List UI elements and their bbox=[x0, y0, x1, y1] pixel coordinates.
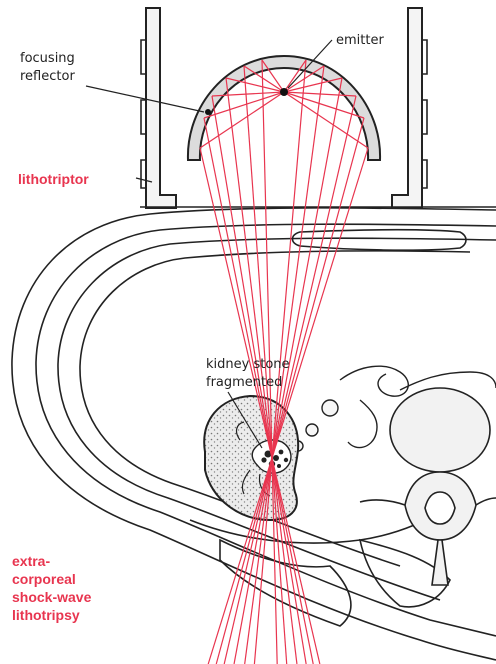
vessel-2 bbox=[306, 424, 318, 436]
lower-organ-1 bbox=[220, 540, 351, 626]
eswl-label-1: extra- bbox=[12, 553, 50, 569]
spinal-canal bbox=[425, 492, 455, 524]
emitter-point bbox=[280, 88, 288, 96]
vertebral-body bbox=[390, 388, 490, 472]
spinal-process bbox=[432, 540, 448, 585]
housing-right-wall bbox=[392, 8, 422, 208]
lithotriptor-label: lithotriptor bbox=[18, 171, 89, 187]
housing-left-wall bbox=[146, 8, 176, 208]
rib-shape bbox=[293, 230, 467, 250]
vessel-aorta bbox=[322, 400, 338, 416]
kidney-stone-label-1: kidney stone bbox=[206, 357, 290, 372]
kidney-stone-label-2: fragmented bbox=[206, 375, 282, 390]
focusing-reflector-label-2: reflector bbox=[20, 69, 75, 84]
eswl-label-2: corporeal bbox=[12, 571, 76, 587]
focusing-reflector-label-1: focusing bbox=[20, 51, 75, 66]
reflector-marker bbox=[205, 109, 211, 115]
vertebra bbox=[360, 388, 496, 585]
focusing-reflector bbox=[188, 56, 380, 160]
ray-segment bbox=[216, 118, 364, 664]
eswl-label-3: shock-wave bbox=[12, 589, 92, 605]
eswl-label-4: lithotripsy bbox=[12, 607, 80, 623]
emitter-label: emitter bbox=[336, 33, 384, 48]
ray-segment bbox=[204, 118, 313, 664]
